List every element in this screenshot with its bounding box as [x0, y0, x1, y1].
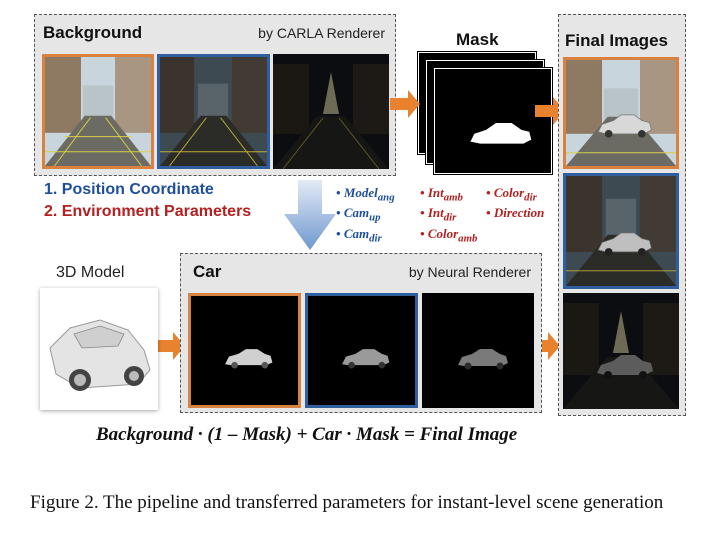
- composition-equation: Background · (1 – Mask) + Car · Mask = F…: [96, 424, 518, 445]
- background-night-image: [273, 54, 389, 169]
- param-cam-up-name: Cam: [343, 205, 370, 220]
- final-image-dusk: [563, 173, 679, 289]
- arrow-mask-to-final: [535, 97, 565, 125]
- bullet: •: [486, 185, 491, 200]
- car-render-night: [422, 293, 534, 408]
- param-cam-up: • Camup: [336, 205, 381, 224]
- final-images-title: Final Images: [565, 31, 668, 50]
- param-direction-name: Direction: [493, 205, 545, 220]
- param-list-environment: 2. Environment Parameters: [44, 203, 252, 220]
- param-int-amb-name: Int: [427, 185, 444, 200]
- param-model-ang-sub: ang: [377, 191, 395, 204]
- arrow-car-to-final: [530, 332, 560, 360]
- bullet: •: [486, 205, 491, 220]
- param-direction: • Direction: [486, 205, 544, 221]
- arrow-background-to-mask: [390, 90, 420, 118]
- mask-title: Mask: [456, 30, 499, 49]
- param-color-dir-sub: dir: [524, 191, 537, 204]
- param-int-amb-sub: amb: [443, 191, 463, 204]
- param-color-amb-name: Color: [427, 226, 459, 241]
- param-cam-up-sub: up: [369, 211, 381, 224]
- param-color-amb-sub: amb: [458, 232, 478, 245]
- figure-caption: Figure 2. The pipeline and transferred p…: [30, 492, 664, 513]
- param-model-ang: • Modelang: [336, 185, 395, 204]
- bullet: •: [420, 185, 425, 200]
- background-title: Background: [43, 23, 143, 42]
- background-day-image: [42, 54, 154, 169]
- bullet: •: [420, 205, 425, 220]
- bullet: •: [336, 226, 341, 241]
- car-render-dusk: [305, 293, 418, 408]
- car-render-day: [188, 293, 301, 408]
- car-title: Car: [193, 262, 222, 281]
- final-image-day: [563, 57, 679, 169]
- param-color-dir: • Colordir: [486, 185, 537, 204]
- param-color-dir-name: Color: [493, 185, 525, 200]
- param-cam-dir: • Camdir: [336, 226, 382, 245]
- arrow-model-to-car: [155, 332, 185, 360]
- final-image-night: [563, 293, 679, 409]
- bullet: •: [336, 205, 341, 220]
- car-subtitle: by Neural Renderer: [408, 264, 531, 280]
- model-image: [40, 288, 158, 410]
- bullet: •: [336, 185, 341, 200]
- bullet: •: [420, 226, 425, 241]
- param-int-amb: • Intamb: [420, 185, 463, 204]
- param-int-dir-sub: dir: [443, 211, 457, 224]
- param-int-dir-name: Int: [427, 205, 444, 220]
- param-list-position: 1. Position Coordinate: [44, 181, 214, 198]
- arrow-params-down: [284, 180, 336, 250]
- background-subtitle: by CARLA Renderer: [258, 25, 385, 41]
- mask-image: [433, 67, 553, 175]
- param-cam-dir-sub: dir: [369, 232, 382, 245]
- param-cam-dir-name: Cam: [343, 226, 370, 241]
- background-dusk-image: [157, 54, 270, 169]
- param-model-ang-name: Model: [343, 185, 378, 200]
- param-int-dir: • Intdir: [420, 205, 456, 224]
- model-title: 3D Model: [56, 264, 125, 281]
- param-color-amb: • Coloramb: [420, 226, 477, 245]
